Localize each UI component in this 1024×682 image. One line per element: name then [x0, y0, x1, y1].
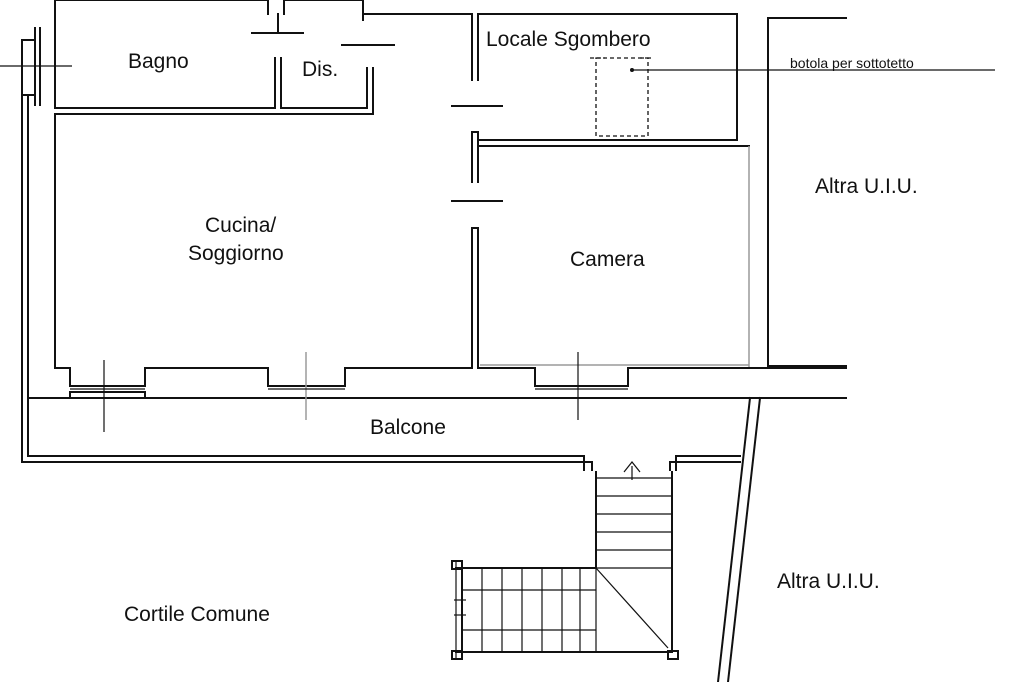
- balcone-railing: [21, 455, 741, 471]
- label-neighbor-upper: Altra U.I.U.: [815, 175, 918, 198]
- label-balcone: Balcone: [370, 416, 446, 439]
- neighbor-upper-walls: [767, 17, 847, 369]
- front-facade: [27, 367, 847, 399]
- locale-sgombero-walls: [477, 13, 738, 141]
- botola-leader: [630, 68, 995, 72]
- window-cucina-1: [70, 360, 145, 432]
- window-cucina-2: [268, 352, 345, 420]
- label-cucina-line1: Cucina/: [205, 214, 276, 237]
- door-bagno: [251, 13, 395, 46]
- window-camera: [535, 352, 628, 420]
- bagno-walls: [54, 0, 473, 115]
- left-exterior-wall: [21, 27, 41, 463]
- label-cucina-line2: Soggiorno: [188, 242, 284, 265]
- cucina-walls: [54, 113, 71, 369]
- label-dis: Dis.: [302, 58, 338, 81]
- window-bagno: [0, 44, 72, 90]
- central-partition: [451, 105, 503, 369]
- label-locale-sgombero: Locale Sgombero: [486, 28, 651, 51]
- label-neighbor-lower: Altra U.I.U.: [777, 570, 880, 593]
- boundary-diagonal: [716, 396, 762, 682]
- label-cortile-comune: Cortile Comune: [124, 603, 270, 626]
- label-botola: botola per sottotetto: [790, 55, 914, 71]
- label-camera: Camera: [570, 248, 645, 271]
- camera-walls: [477, 145, 750, 368]
- staircase: [451, 461, 679, 660]
- botola-hatch: [590, 57, 652, 137]
- label-bagno: Bagno: [128, 50, 189, 73]
